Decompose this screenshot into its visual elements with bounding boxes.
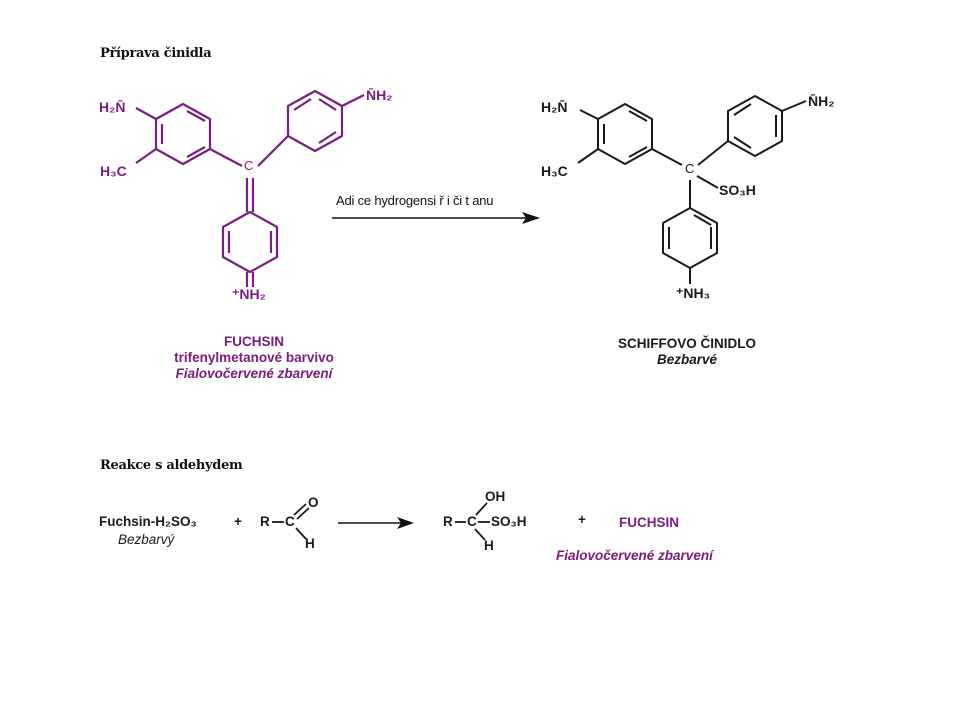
fuchsin-class: trifenylmetanové barvivo [174, 350, 334, 365]
product-bonds [455, 502, 490, 541]
aldehyde-r: R [260, 514, 270, 529]
product-c: C [467, 514, 477, 529]
schiff-color: Bezbarvé [656, 352, 718, 367]
fuchsin-ch3: H₃C [100, 163, 127, 179]
product-oh: OH [485, 489, 506, 504]
product-h: H [484, 538, 494, 553]
aldehyde-o: O [308, 495, 319, 510]
fuchsin-color: Fialovočervené zbarvení [175, 366, 333, 381]
section-heading-preparation: Příprava činidla [100, 46, 212, 61]
product-fuchsin: FUCHSIN [619, 515, 679, 530]
fuchsin-ring-bottom [221, 210, 279, 274]
fuchsin-central-carbon: C [244, 158, 254, 173]
aldehyde-bonds [272, 503, 310, 540]
fuchsin-structure [135, 89, 365, 287]
schiff-ammonium: ⁺NH₃ [676, 285, 711, 301]
fuchsin-iminium: ⁺NH₂ [232, 286, 266, 302]
reaction-arrow-1 [332, 212, 540, 224]
aldehyde-c: C [285, 514, 295, 529]
product-so3h: SO₃H [491, 514, 527, 529]
schiff-central-carbon: C [685, 161, 695, 176]
reactant-colorless: Bezbarvý [118, 532, 175, 547]
product-fuchsin-color: Fialovočervené zbarvení [556, 548, 713, 563]
aldehyde-h: H [305, 536, 315, 551]
schiff-ring-bottom [662, 207, 718, 269]
fuchsin-ring-left [154, 102, 212, 166]
fuchsin-ring-right [286, 89, 344, 153]
schiff-ring-right [727, 95, 783, 157]
schiff-ring-left [597, 103, 653, 165]
schiff-so3h: SO₃H [719, 182, 756, 198]
schiff-nh2-right: N̄H₂ [808, 93, 835, 109]
schiff-ch3: H₃C [541, 163, 568, 179]
reaction-arrow-2 [338, 517, 414, 529]
schiff-structure [577, 95, 807, 284]
reactant-fuchsin-h2so3: Fuchsin-H₂SO₃ [99, 514, 197, 529]
section-heading-aldehyde-reaction: Reakce s aldehydem [100, 458, 243, 473]
fuchsin-name: FUCHSIN [224, 334, 284, 349]
plus-sign-1: + [234, 514, 242, 529]
fuchsin-nh2-right: N̄H₂ [366, 87, 393, 103]
arrow-label-bisulfite-addition: Adi ce hydrogensi ř i či t anu [336, 193, 494, 208]
fuchsin-nh2-left: H₂N̄ [99, 99, 126, 115]
schiff-nh2-left: H₂N̄ [541, 99, 568, 115]
plus-sign-2: + [578, 512, 586, 527]
schiff-name: SCHIFFOVO ČINIDLO [618, 336, 756, 351]
product-r: R [443, 514, 453, 529]
